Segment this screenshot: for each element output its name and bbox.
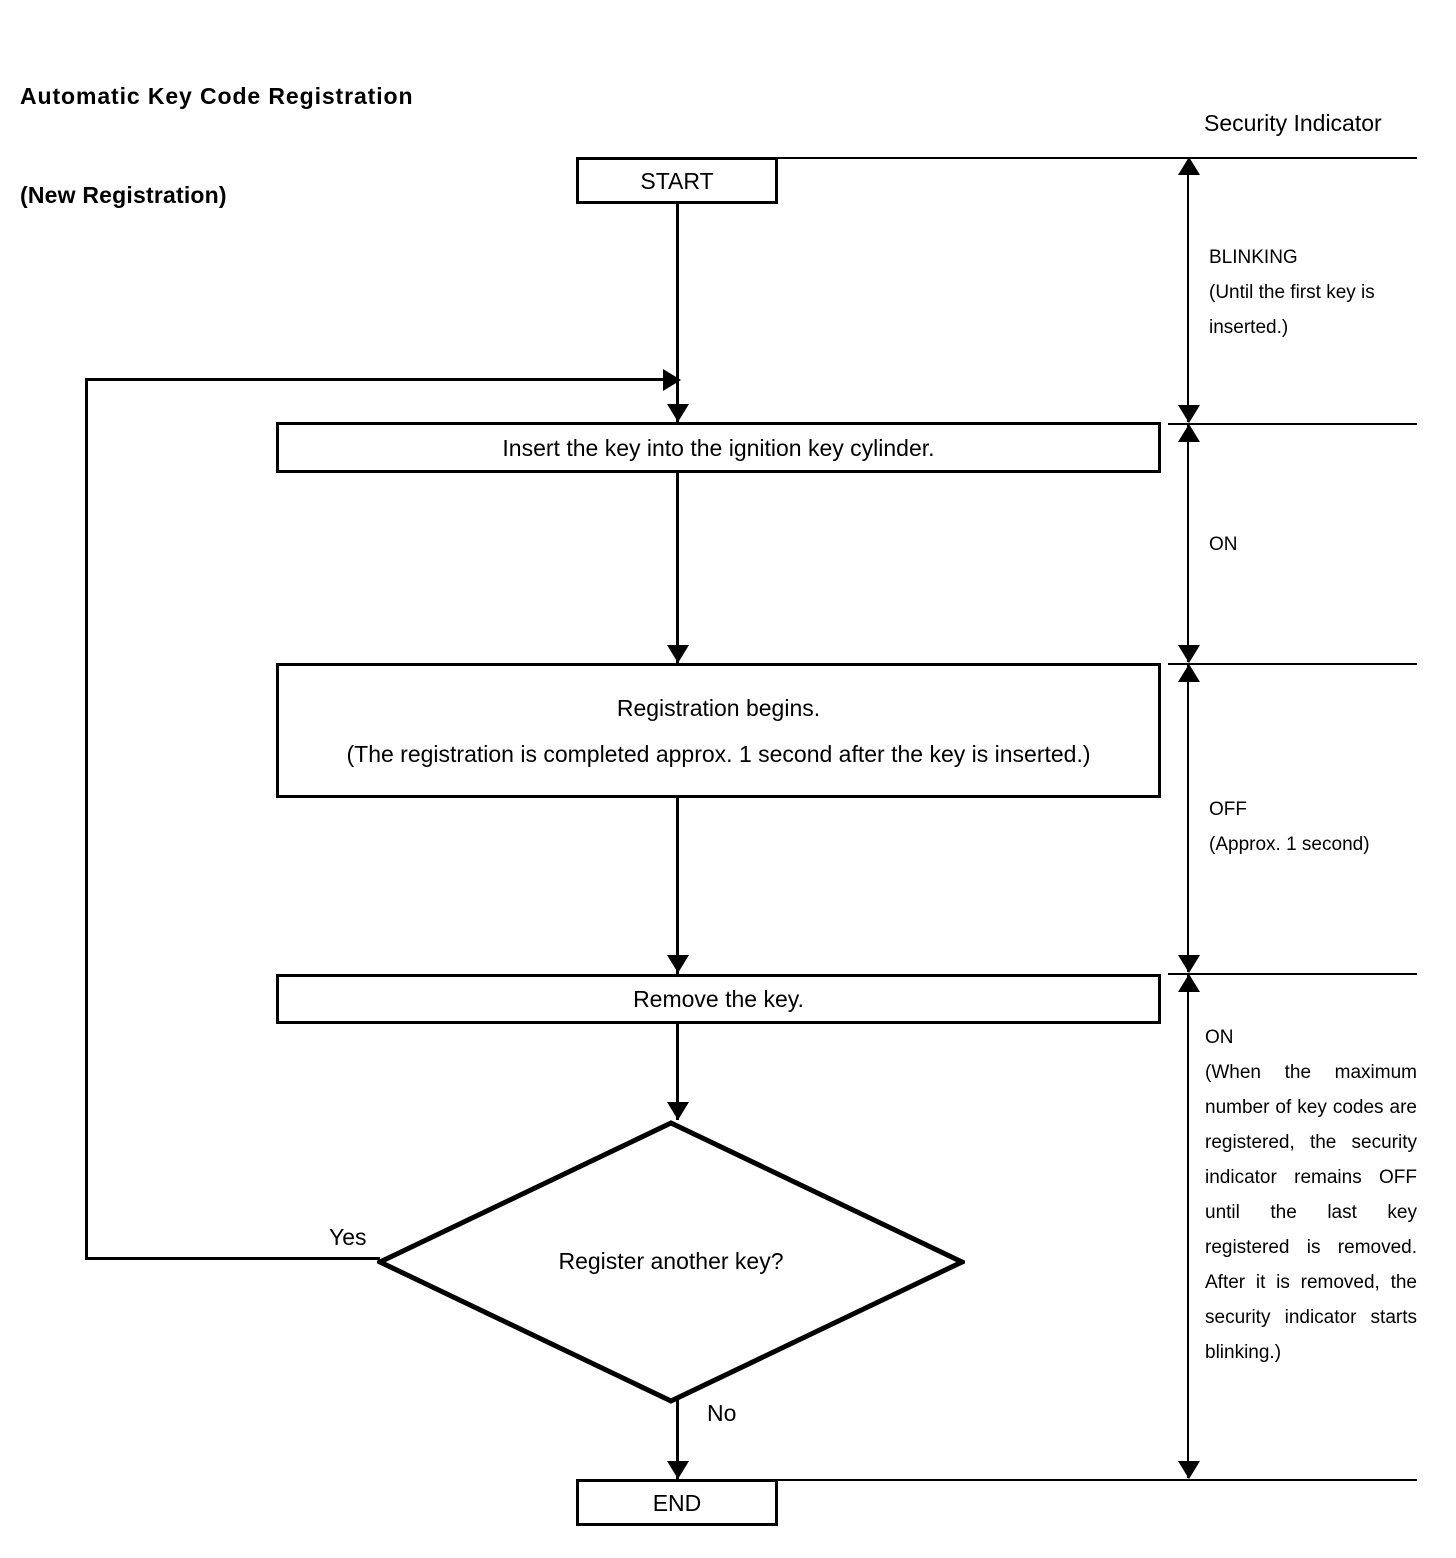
indicator-divider-end — [777, 1479, 1417, 1481]
indicator-divider-registration — [1168, 663, 1417, 665]
indicator-state-blinking-note: (Until the first key is inserted.) — [1209, 282, 1375, 338]
indicator-state-on-second: ON (When the maximum number of key codes… — [1205, 1020, 1417, 1370]
indicator-divider-remove — [1168, 973, 1417, 975]
branch-label-no: No — [707, 1400, 737, 1426]
node-end[interactable]: END — [576, 1479, 778, 1526]
indicator-span-on-2-arrow-bottom — [1178, 1461, 1200, 1479]
indicator-state-off-name: OFF — [1209, 799, 1247, 820]
node-start[interactable]: START — [576, 157, 778, 204]
node-insert-key[interactable]: Insert the key into the ignition key cyl… — [276, 422, 1161, 473]
node-registration-begins-note: (The registration is completed approx. 1… — [346, 740, 1091, 767]
indicator-state-blinking-name: BLINKING — [1209, 247, 1298, 268]
indicator-divider-insert — [1168, 423, 1417, 425]
indicator-state-on-first: ON — [1209, 527, 1439, 562]
node-start-label: START — [640, 167, 714, 194]
indicator-state-off-note: (Approx. 1 second) — [1209, 834, 1370, 855]
connector-registration-to-remove — [676, 798, 679, 974]
indicator-state-on-second-name: ON — [1205, 1027, 1234, 1048]
indicator-state-off: OFF (Approx. 1 second) — [1209, 792, 1439, 862]
connector-yes-arrowhead — [663, 369, 681, 391]
indicator-span-blinking-arrow-top — [1178, 157, 1200, 175]
connector-decision-no-to-end-arrowhead — [667, 1461, 689, 1479]
connector-insert-to-registration-arrowhead — [667, 645, 689, 663]
indicator-span-on-2 — [1187, 974, 1189, 1478]
connector-registration-to-remove-arrowhead — [667, 955, 689, 973]
indicator-state-on-second-note: (When the maximum number of key codes ar… — [1205, 1062, 1417, 1363]
node-registration-begins[interactable]: Registration begins. (The registration i… — [276, 663, 1161, 798]
indicator-span-on-1-arrow-top — [1178, 424, 1200, 442]
indicator-span-off — [1187, 664, 1189, 972]
indicator-span-on-2-arrow-top — [1178, 974, 1200, 992]
indicator-span-on-1 — [1187, 424, 1189, 662]
connector-yes-horizontal-upper — [85, 378, 670, 381]
node-insert-key-label: Insert the key into the ignition key cyl… — [502, 434, 935, 461]
connector-insert-to-registration — [676, 473, 679, 663]
indicator-divider-start — [777, 157, 1417, 159]
connector-start-to-insert — [676, 204, 679, 422]
indicator-span-blinking — [1187, 160, 1189, 422]
indicator-span-off-arrow-top — [1178, 664, 1200, 682]
page-title-line-2: (New Registration) — [20, 182, 227, 208]
node-decision-register-another-key[interactable]: Register another key? — [377, 1120, 965, 1404]
node-decision-label: Register another key? — [558, 1248, 784, 1274]
connector-yes-vertical — [85, 378, 88, 1260]
indicator-span-blinking-arrow-bottom — [1178, 405, 1200, 423]
connector-yes-horizontal-lower — [85, 1257, 380, 1260]
connector-remove-to-decision — [676, 1024, 679, 1120]
node-end-label: END — [652, 1489, 702, 1516]
connector-decision-no-to-end — [676, 1400, 679, 1479]
node-remove-key-label: Remove the key. — [633, 986, 804, 1012]
connector-start-to-insert-arrowhead — [667, 404, 689, 422]
node-remove-key[interactable]: Remove the key. — [276, 974, 1161, 1024]
indicator-span-off-arrow-bottom — [1178, 955, 1200, 973]
security-indicator-heading: Security Indicator — [1204, 110, 1382, 136]
connector-remove-to-decision-arrowhead — [667, 1102, 689, 1120]
branch-label-yes: Yes — [329, 1224, 367, 1250]
indicator-state-blinking: BLINKING (Until the first key is inserte… — [1209, 240, 1439, 345]
indicator-span-on-1-arrow-bottom — [1178, 645, 1200, 663]
node-registration-begins-label: Registration begins. — [616, 694, 821, 721]
page-title: Automatic Key Code Registration (New Reg… — [20, 14, 413, 278]
indicator-state-on-first-name: ON — [1209, 534, 1238, 555]
page-title-line-1: Automatic Key Code Registration — [20, 83, 414, 109]
decision-diamond-shape — [377, 1120, 965, 1404]
